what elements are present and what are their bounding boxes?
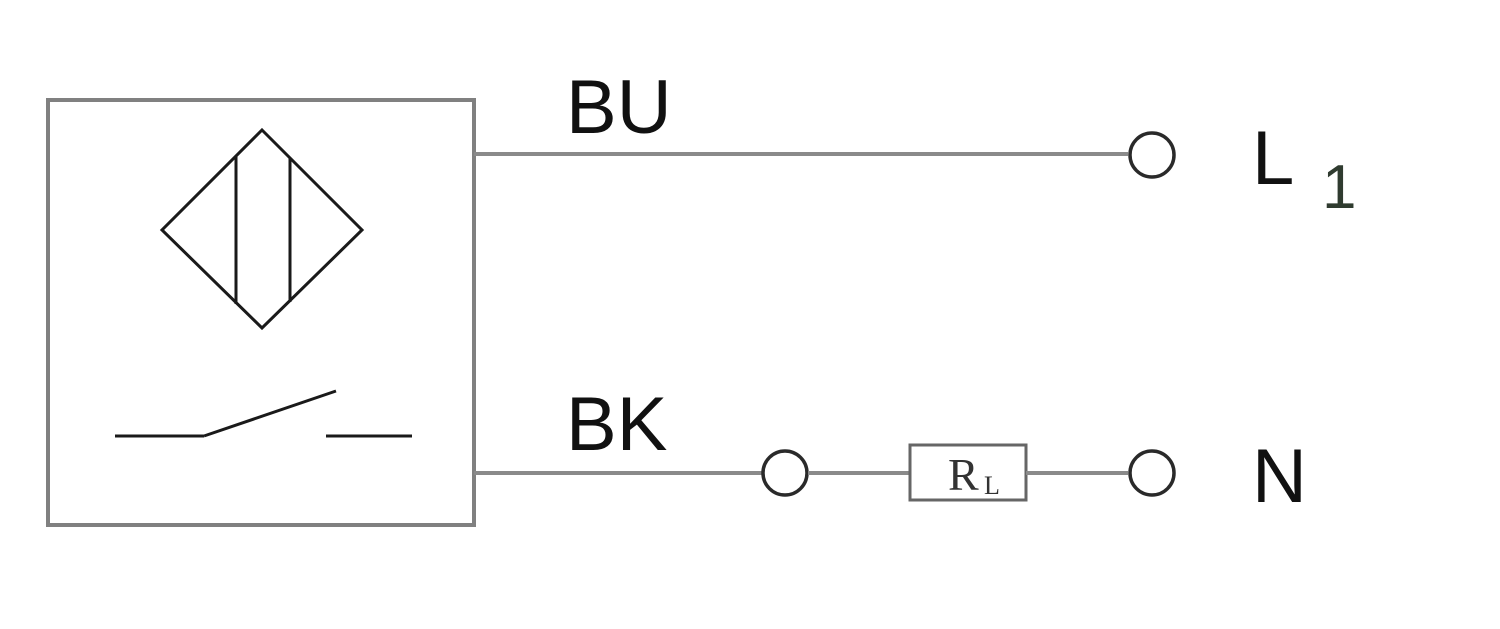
terminal-l1-circle	[1128, 131, 1176, 179]
terminal-l1: L 1	[1128, 116, 1356, 222]
terminal-n: N	[1128, 434, 1307, 519]
terminal-l1-label: L	[1252, 116, 1294, 201]
terminal-output-circle	[761, 449, 809, 497]
load-resistor-subscript: L	[984, 471, 1000, 500]
inductive-sensor-icon	[159, 127, 365, 331]
terminal-n-label: N	[1252, 434, 1307, 519]
load-resistor-label: R	[948, 449, 979, 500]
sensor-housing	[46, 98, 476, 527]
switch-contact-icon	[115, 389, 412, 438]
wire-bk: BK	[474, 382, 762, 475]
wire-bu: BU	[474, 65, 1128, 156]
load-resistor: R L	[908, 443, 1028, 502]
terminal-n-circle	[1128, 449, 1176, 497]
wire-bu-label: BU	[566, 65, 672, 150]
wire-bk-label: BK	[566, 382, 667, 467]
terminal-l1-subscript: 1	[1322, 153, 1356, 222]
sensor-unit	[46, 98, 476, 527]
